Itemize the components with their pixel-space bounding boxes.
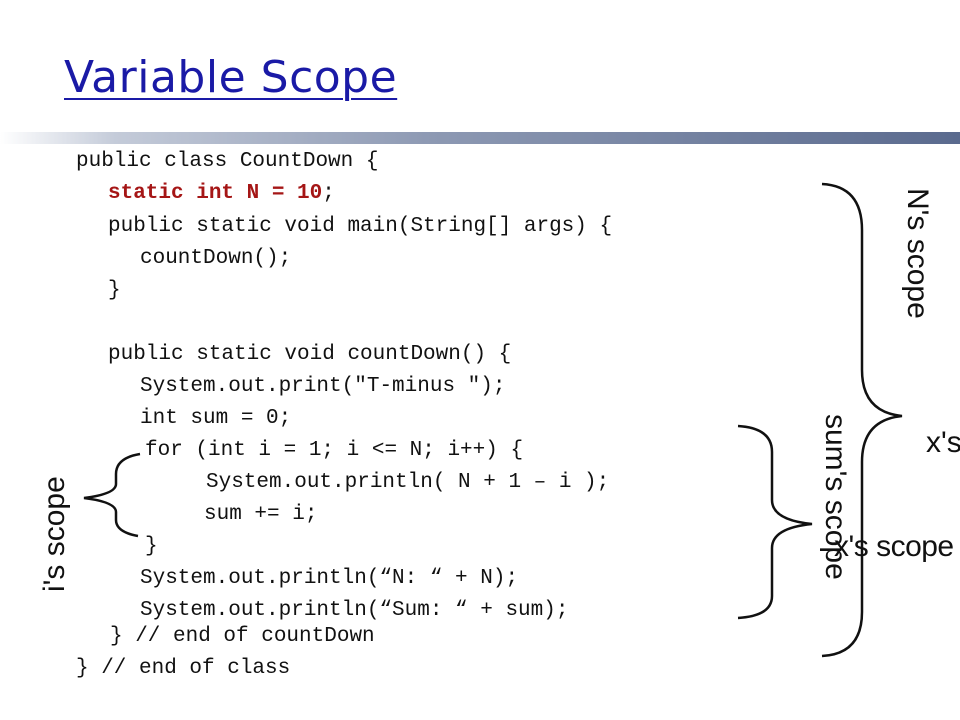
n-scope-brace — [821, 182, 903, 658]
x-scope-label-top: x's — [926, 426, 960, 459]
code-line-13: System.out.println(“N: “ + N); — [140, 567, 519, 590]
code-line-8: int sum = 0; — [140, 407, 292, 430]
title-divider — [0, 132, 960, 144]
code-line-1: public class CountDown { — [76, 150, 379, 173]
i-scope-label: i's scope — [38, 476, 71, 592]
page-title: Variable Scope — [64, 52, 398, 103]
code-line-5: } — [108, 279, 121, 302]
sum-scope-brace — [737, 424, 813, 620]
code-line-3: public static void main(String[] args) { — [108, 215, 613, 238]
code-line-2-semicolon: ; — [322, 182, 335, 205]
code-line-9: for (int i = 1; i <= N; i++) { — [145, 439, 524, 462]
code-line-12: } — [145, 535, 158, 558]
i-scope-brace — [83, 452, 141, 538]
code-line-4: countDown(); — [140, 247, 292, 270]
n-scope-label: N's scope — [901, 188, 934, 319]
code-line-15: } // end of countDown — [110, 625, 375, 648]
code-line-10: System.out.println( N + 1 – i ); — [206, 471, 610, 494]
code-line-6: public static void countDown() { — [108, 343, 512, 366]
code-line-2: static int N = 10; — [108, 183, 335, 204]
code-line-2-text: static int N = 10 — [108, 182, 323, 205]
code-line-7: System.out.print("T-minus "); — [140, 375, 506, 398]
x-scope-label: x's scope — [834, 530, 954, 563]
code-line-14: System.out.println(“Sum: “ + sum); — [140, 599, 569, 622]
code-line-11: sum += i; — [204, 503, 318, 526]
code-line-16: } // end of class — [76, 657, 291, 680]
